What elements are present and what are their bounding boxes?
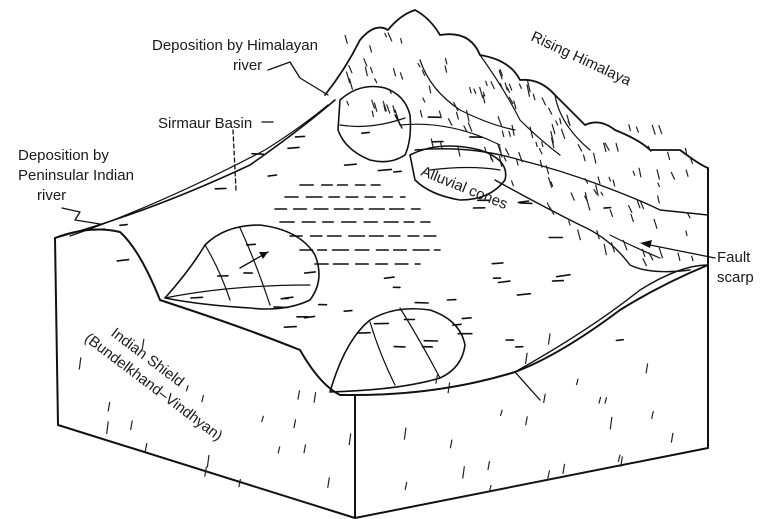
leader-peninsular <box>62 208 100 224</box>
leader-lines <box>62 62 715 400</box>
fault-scarp-line <box>610 235 660 258</box>
basin-sediment-dashes <box>275 185 440 264</box>
label-peninsular-deposition: Deposition by Peninsular Indian river <box>18 147 138 204</box>
label-sirmaur-basin: Sirmaur Basin <box>158 115 252 132</box>
plain-dashes <box>94 117 624 347</box>
leader-fault <box>650 245 715 258</box>
rock-face-hatching <box>79 334 673 492</box>
mountain-ridge <box>325 10 708 168</box>
block-outline <box>55 100 708 518</box>
label-himalayan-deposition: Deposition by Himalayan river <box>152 37 322 74</box>
label-rising-himalaya: Rising Himalaya <box>528 28 634 89</box>
label-alluvial-cones: Alluvial cones <box>419 163 510 213</box>
mountain-valley-1 <box>400 124 500 145</box>
mountain-valley-3 <box>480 55 560 155</box>
label-fault-scarp: Fault scarp <box>717 249 755 286</box>
fault-line-front <box>515 372 540 400</box>
right-face-profile <box>515 265 708 372</box>
himalaya-mountains <box>325 10 708 272</box>
mountain-base <box>495 180 690 272</box>
alluvial-cone-bottom <box>330 308 465 392</box>
leader-sirmaur <box>233 130 236 190</box>
mountain-hatching <box>345 33 693 266</box>
flow-arrows <box>240 115 402 268</box>
label-indian-shield: Indian Shield (Bundelkhand–Vindhyan) <box>81 314 238 445</box>
leader-himalayan <box>268 62 328 95</box>
